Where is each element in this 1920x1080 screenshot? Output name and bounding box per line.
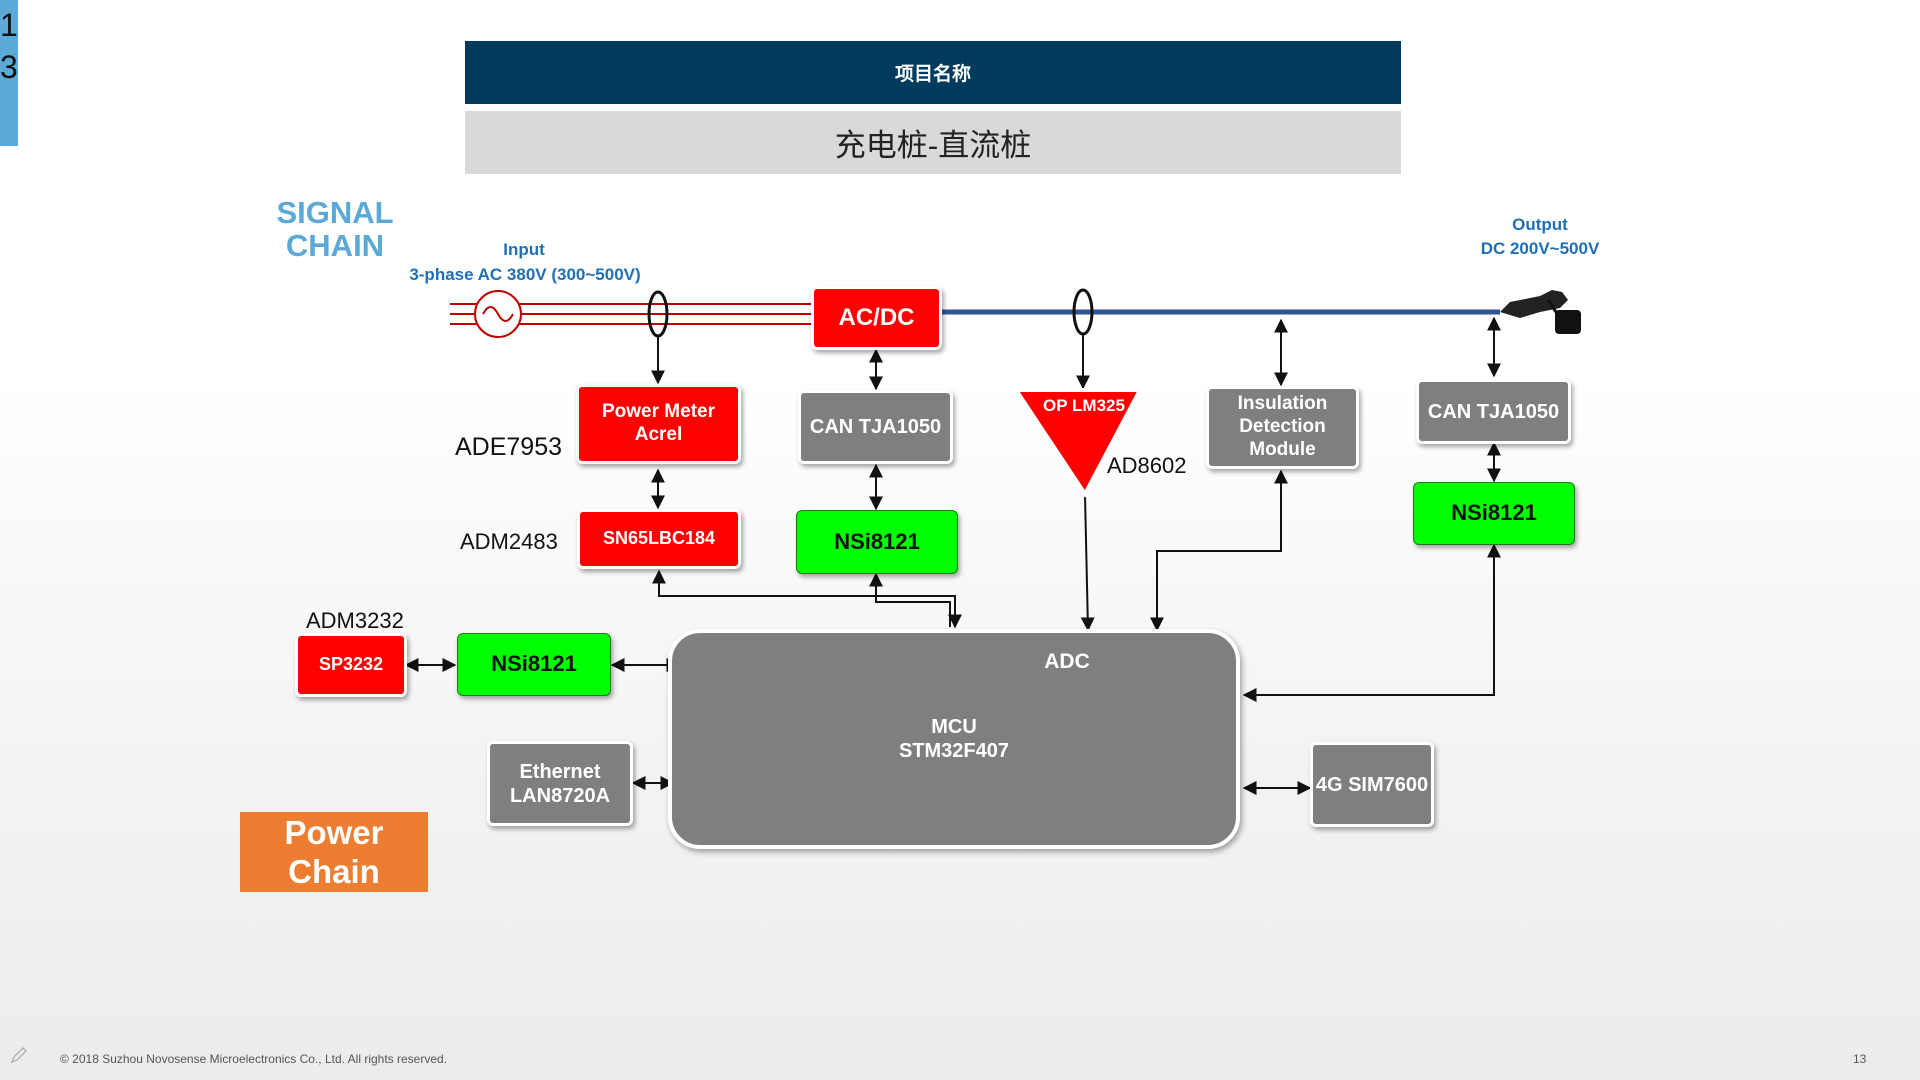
slide-number-strip xyxy=(0,0,18,146)
page-title: 项目名称 xyxy=(465,41,1401,104)
charging-plug-icon xyxy=(1500,290,1581,334)
alt-part-ade7953: ADE7953 xyxy=(455,433,563,461)
nsi8121-uart-block[interactable]: NSi8121 xyxy=(457,633,611,696)
footer-copyright: © 2018 Suzhou Novosense Microelectronics… xyxy=(60,1052,448,1066)
op-amp-label: OP LM325 xyxy=(1043,396,1125,415)
connectors xyxy=(404,316,1501,795)
slide-number: 13 xyxy=(0,7,18,85)
input-spec: 3-phase AC 380V (300~500V) xyxy=(409,265,641,284)
output-title: Output xyxy=(1512,215,1568,234)
page-subtitle: 充电桩-直流桩 xyxy=(465,111,1401,174)
input-title: Input xyxy=(503,240,545,259)
power-meter-block[interactable]: Power Meter Acrel xyxy=(576,384,741,464)
nsi8121-can-left-block[interactable]: NSi8121 xyxy=(796,510,958,574)
mcu-label: MCU xyxy=(931,716,977,738)
footer-page-number: 13 xyxy=(1853,1052,1867,1066)
ethernet-block[interactable]: Ethernet LAN8720A xyxy=(487,741,633,826)
4g-modem-block[interactable]: 4G SIM7600 xyxy=(1310,742,1434,827)
can-right-block[interactable]: CAN TJA1050 xyxy=(1416,379,1571,444)
sp3232-block[interactable]: SP3232 xyxy=(295,633,407,697)
output-spec: DC 200V~500V xyxy=(1480,239,1600,258)
sn65lbc184-block[interactable]: SN65LBC184 xyxy=(577,509,741,569)
power-chain-label[interactable]: Power Chain xyxy=(240,812,428,892)
alt-part-adm3232: ADM3232 xyxy=(306,608,404,633)
nsi8121-can-right-block[interactable]: NSi8121 xyxy=(1413,482,1575,545)
ac-source-icon xyxy=(474,290,522,338)
alt-part-ad8602: AD8602 xyxy=(1107,453,1187,478)
alt-part-adm2483: ADM2483 xyxy=(460,529,558,554)
mcu-part-label: STM32F407 xyxy=(898,740,1010,762)
acdc-block[interactable]: AC/DC xyxy=(811,286,942,350)
op-amp-triangle xyxy=(1012,388,1144,498)
pencil-icon[interactable] xyxy=(10,1046,28,1064)
can-left-block[interactable]: CAN TJA1050 xyxy=(798,390,953,464)
insulation-detection-block[interactable]: Insulation Detection Module xyxy=(1206,386,1359,469)
signal-chain-label: SIGNAL CHAIN xyxy=(276,195,394,263)
adc-label: ADC xyxy=(1044,650,1090,673)
